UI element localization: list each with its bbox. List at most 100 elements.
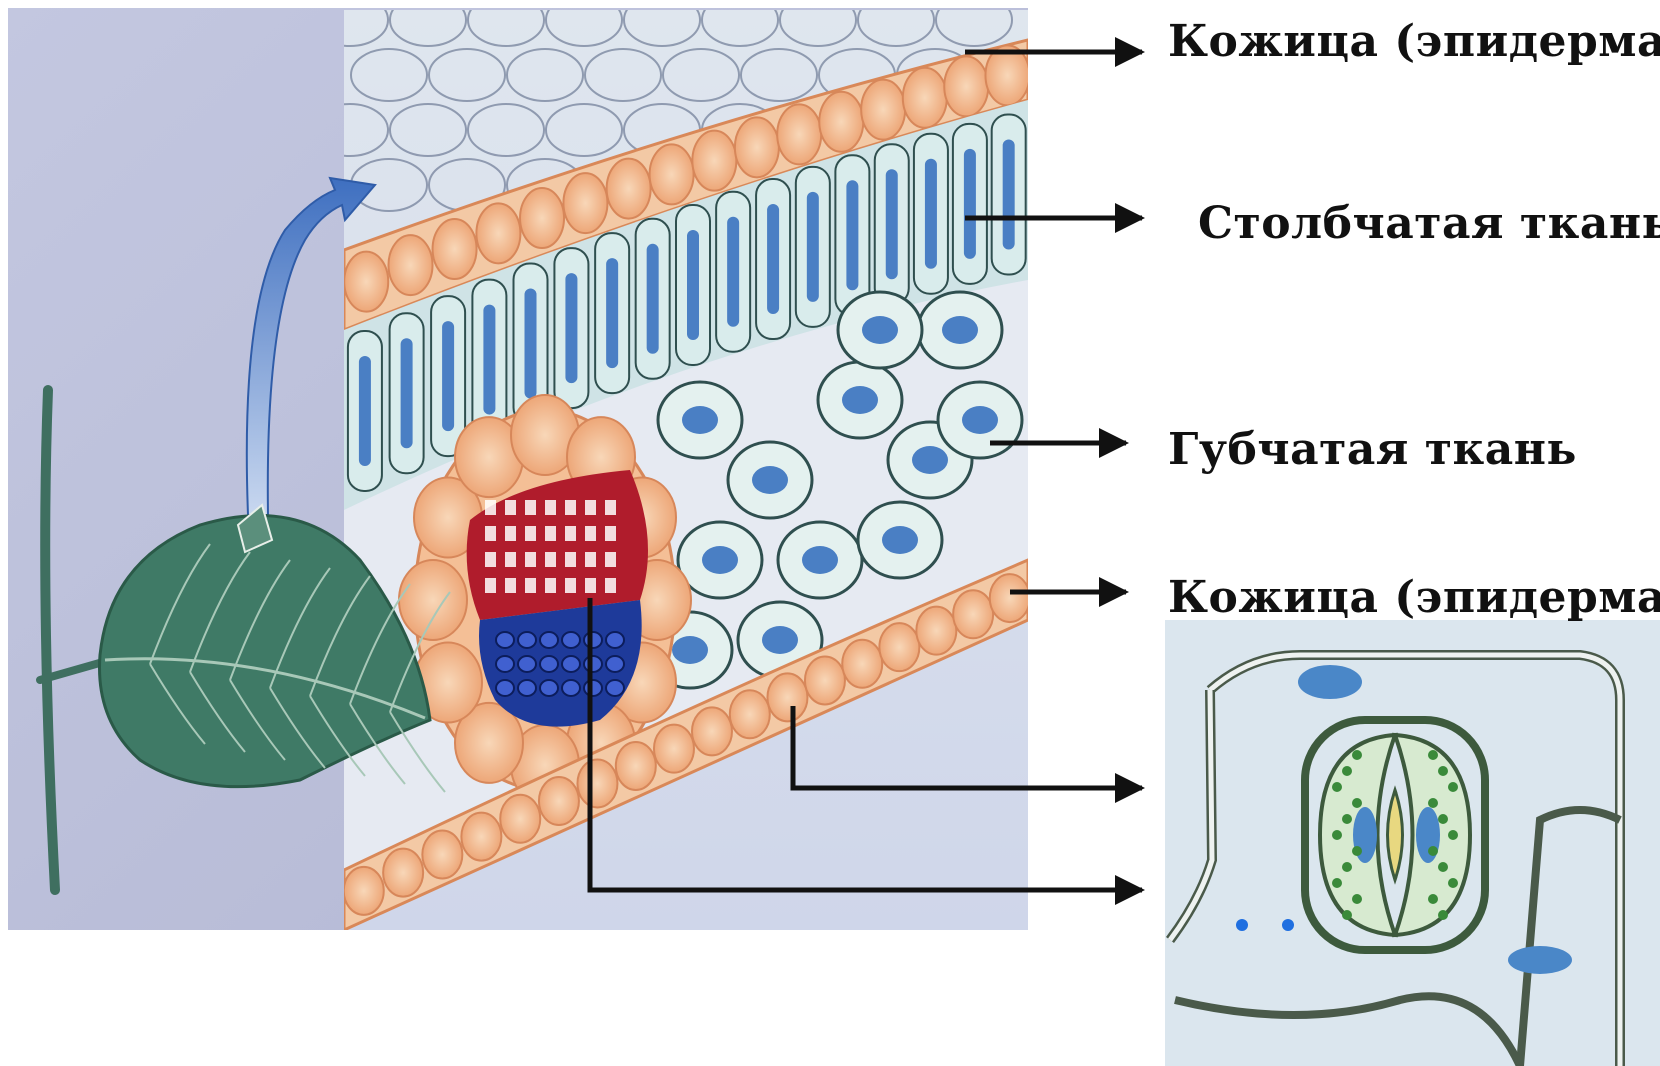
spongy-nucleus	[842, 386, 878, 414]
spongy-nucleus	[752, 466, 788, 494]
phloem-cell	[496, 656, 514, 672]
xylem-vessel	[505, 552, 516, 567]
xylem-vessel	[545, 578, 556, 593]
chloroplast-dot	[1448, 782, 1458, 792]
epidermis-cell	[577, 759, 617, 807]
phloem-cell	[562, 632, 580, 648]
stoma-icon	[1305, 720, 1485, 950]
phloem-cell	[540, 656, 558, 672]
xylem-vessel	[485, 500, 496, 515]
epidermis-cell	[805, 656, 845, 704]
epidermis-cell	[916, 607, 956, 655]
xylem-vessel	[525, 500, 536, 515]
chloroplast-dot	[1342, 910, 1352, 920]
xylem-vessel	[505, 578, 516, 593]
chloroplast-dot	[1438, 766, 1448, 776]
phloem-cell	[562, 656, 580, 672]
chloroplast	[565, 273, 577, 383]
xylem-vessel	[605, 500, 616, 515]
epidermis-cell	[520, 188, 564, 248]
chloroplast-dot	[1428, 846, 1438, 856]
chloroplast	[525, 289, 537, 399]
chloroplast	[767, 204, 779, 314]
chloroplast-dot	[1332, 830, 1342, 840]
phloem-cell	[496, 632, 514, 648]
phloem-cell	[606, 680, 624, 696]
epidermis-cell	[819, 92, 863, 152]
epidermis-cell	[990, 574, 1030, 622]
spongy-nucleus	[882, 526, 918, 554]
chloroplast	[925, 159, 937, 269]
xylem-vessel	[525, 552, 536, 567]
xylem-vessel	[585, 578, 596, 593]
chloroplast-dot	[1352, 894, 1362, 904]
chloroplast-dot	[1342, 766, 1352, 776]
epidermis-cell	[563, 173, 607, 233]
chloroplast-dot	[1438, 814, 1448, 824]
spongy-nucleus	[942, 316, 978, 344]
xylem-vessel	[605, 526, 616, 541]
phloem-cell	[518, 656, 536, 672]
epidermis-cell	[500, 795, 540, 843]
chloroplast	[442, 321, 454, 431]
chloroplast	[886, 169, 898, 279]
label-epidermis-top: Кожица (эпидерма)	[1168, 16, 1660, 67]
chloroplast	[807, 192, 819, 302]
xylem-vessel	[545, 552, 556, 567]
xylem-vessel	[485, 552, 496, 567]
xylem-vessel	[525, 578, 536, 593]
epidermis-cell	[730, 690, 770, 738]
phloem-cell	[496, 680, 514, 696]
chloroplast-dot	[1448, 830, 1458, 840]
epidermis-cell	[735, 117, 779, 177]
epidermis-cell	[842, 640, 882, 688]
xylem-vessel	[605, 578, 616, 593]
xylem-vessel	[545, 526, 556, 541]
epidermis-cell	[433, 219, 477, 279]
chloroplast-dot	[1428, 798, 1438, 808]
epidermis-cell	[777, 104, 821, 164]
spongy-nucleus	[702, 546, 738, 574]
epidermis-cell	[692, 131, 736, 191]
chloroplast-dot	[1332, 878, 1342, 888]
xylem-vessel	[505, 526, 516, 541]
stoma-inset	[1165, 620, 1660, 1066]
epidermis-cell	[422, 831, 462, 879]
chloroplast-dot	[1428, 894, 1438, 904]
xylem-vessel	[565, 526, 576, 541]
chloroplast	[606, 258, 618, 368]
epidermis-cell	[861, 80, 905, 140]
chloroplast-dot	[1332, 782, 1342, 792]
xylem-vessel	[485, 578, 496, 593]
chloroplast-dot	[1342, 814, 1352, 824]
chloroplast-dot	[1352, 750, 1362, 760]
phloem-cell	[518, 632, 536, 648]
phloem-cell	[606, 656, 624, 672]
chloroplast-dot	[1428, 750, 1438, 760]
xylem-vessel	[505, 500, 516, 515]
epidermis-cell	[654, 725, 694, 773]
chloroplast-dot	[1438, 910, 1448, 920]
epidermis-cell	[650, 144, 694, 204]
phloem-cell	[584, 680, 602, 696]
chloroplast	[964, 149, 976, 259]
xylem-vessel	[545, 500, 556, 515]
epidermis-cell	[767, 673, 807, 721]
xylem-vessel	[565, 578, 576, 593]
xylem-vessel	[525, 526, 536, 541]
chloroplast	[359, 356, 371, 466]
xylem-vessel	[585, 526, 596, 541]
chloroplast-dot	[1342, 862, 1352, 872]
xylem-vessel	[565, 500, 576, 515]
chloroplast	[1003, 139, 1015, 249]
label-palisade-tissue: Столбчатая ткань	[1198, 198, 1660, 249]
xylem-vessel	[585, 500, 596, 515]
epidermis-cell	[953, 590, 993, 638]
epidermis-cell	[389, 235, 433, 295]
chloroplast	[687, 230, 699, 340]
phloem-cell	[562, 680, 580, 696]
chloroplast	[647, 244, 659, 354]
phloem-cell	[606, 632, 624, 648]
chloroplast	[727, 217, 739, 327]
